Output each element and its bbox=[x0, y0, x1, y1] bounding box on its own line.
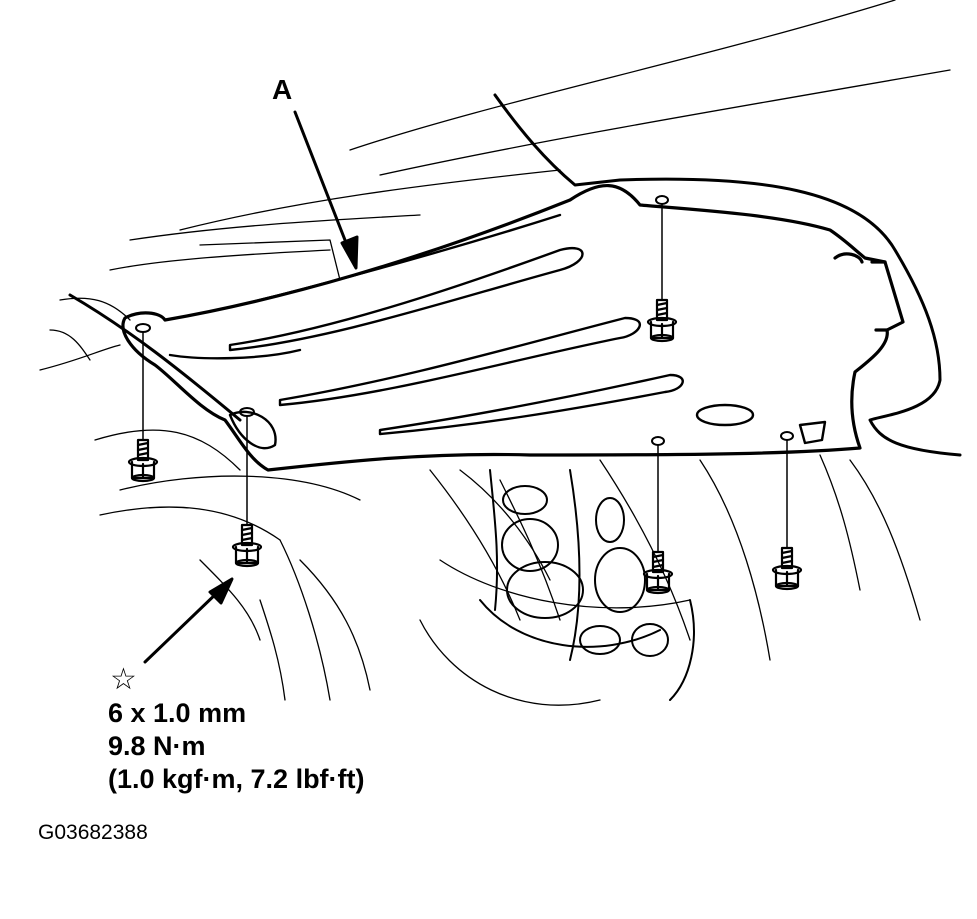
flange-bolt bbox=[127, 438, 159, 483]
bolt-alignment-lines bbox=[142, 203, 788, 553]
callout-a-arrow bbox=[293, 110, 359, 270]
flange-bolt bbox=[231, 523, 263, 568]
shield-ribs bbox=[168, 213, 827, 450]
torque-alt-text: (1.0 kgf·m, 7.2 lbf·ft) bbox=[108, 764, 365, 794]
suspension-knuckle bbox=[479, 469, 695, 701]
flange-bolt bbox=[642, 550, 674, 595]
bolt-size-text: 6 x 1.0 mm bbox=[108, 698, 247, 728]
bolt-holes bbox=[135, 195, 794, 446]
torque-nm-text: 9.8 N·m bbox=[108, 731, 206, 761]
frame-edge bbox=[68, 93, 962, 457]
background-structure bbox=[39, 0, 951, 706]
flange-bolt bbox=[646, 298, 678, 343]
star-symbol: ☆ bbox=[110, 662, 137, 697]
callout-label-a: A bbox=[272, 74, 293, 105]
spec-arrow bbox=[143, 577, 234, 664]
figure-code: G03682388 bbox=[38, 821, 148, 844]
splash-shield-a bbox=[121, 184, 905, 472]
flange-bolt bbox=[771, 546, 803, 591]
